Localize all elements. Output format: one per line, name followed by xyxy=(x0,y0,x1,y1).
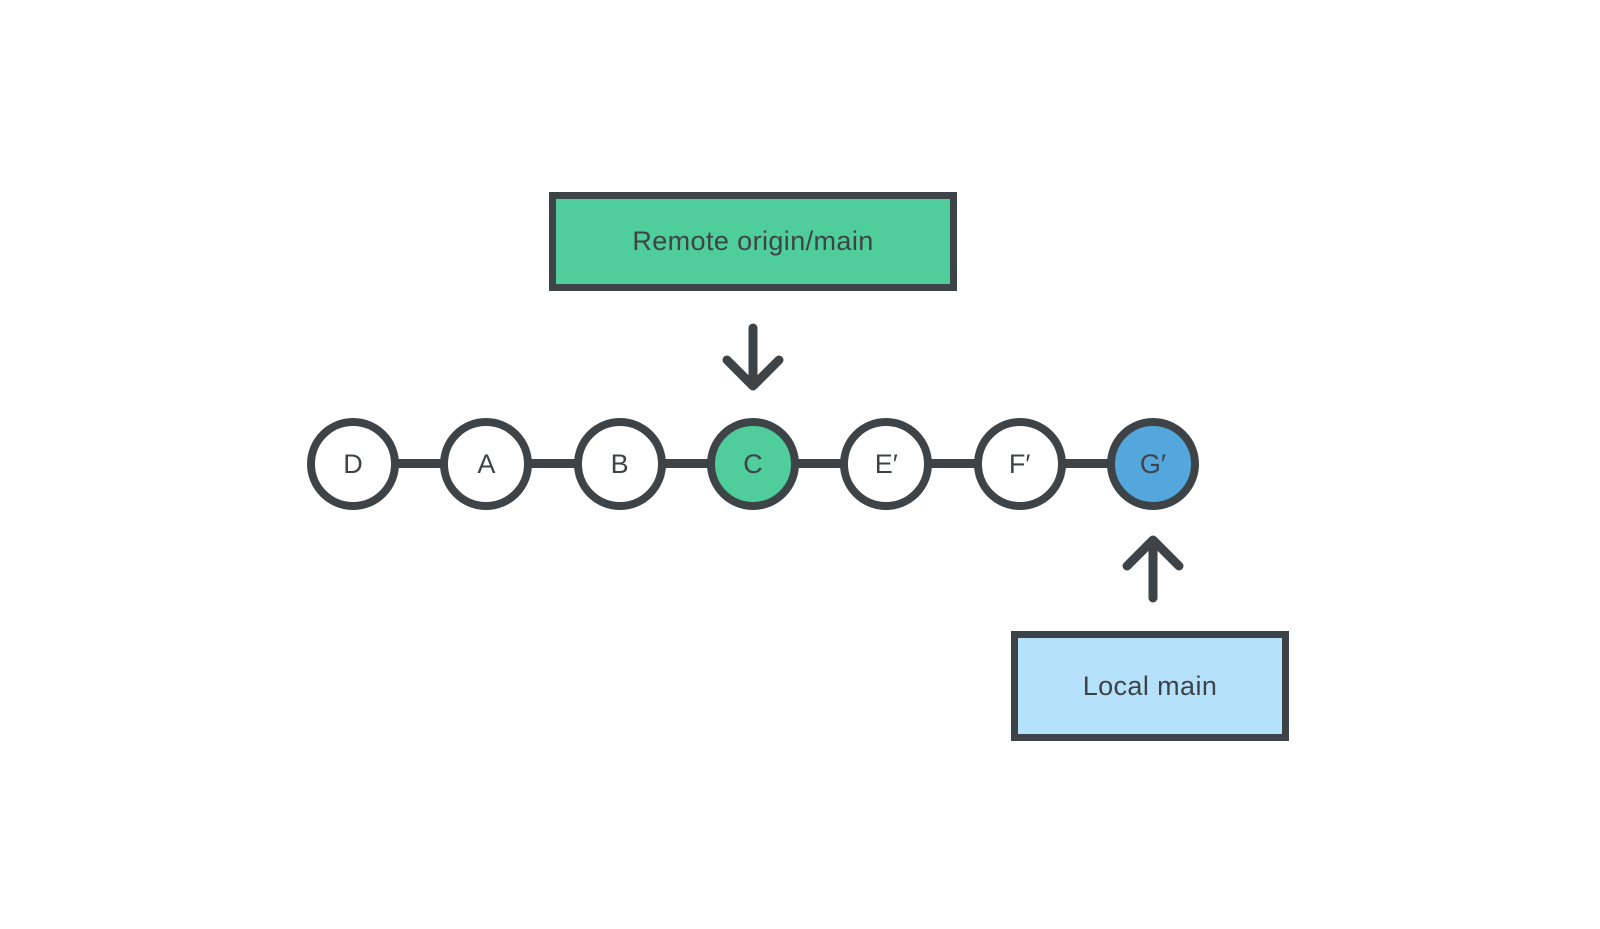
local-branch-label: Local main xyxy=(1082,670,1218,701)
commit-node-B: B xyxy=(573,418,666,510)
commit-node-label: G′ xyxy=(1139,448,1166,479)
commit-node-label: D xyxy=(343,448,363,479)
commit-node-label: F′ xyxy=(1008,448,1031,479)
commit-node-label: E′ xyxy=(874,448,898,479)
commit-node-C: C xyxy=(706,418,799,510)
arrow-up-icon xyxy=(1121,534,1185,604)
commit-node-F': F′ xyxy=(973,418,1066,510)
commit-node-G': G′ xyxy=(1106,418,1199,510)
commit-node-label: C xyxy=(743,448,763,479)
arrow-down-icon xyxy=(721,322,785,392)
commit-node-label: A xyxy=(477,448,496,479)
commit-node-E': E′ xyxy=(840,418,933,510)
remote-branch-box: Remote origin/main xyxy=(549,192,957,291)
remote-branch-label: Remote origin/main xyxy=(632,226,874,256)
local-branch-box: Local main xyxy=(1011,631,1289,741)
commit-node-label: B xyxy=(610,448,629,479)
commit-node-A: A xyxy=(440,418,533,510)
commit-node-D: D xyxy=(307,418,399,510)
